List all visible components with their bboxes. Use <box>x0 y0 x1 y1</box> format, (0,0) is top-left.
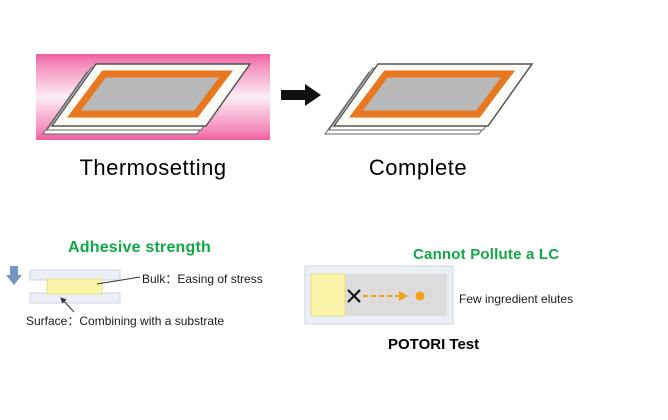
thermosetting-panel <box>42 63 252 135</box>
down-arrow-icon <box>6 266 22 285</box>
surface-leader-arrow <box>60 297 75 313</box>
ingredient-dot <box>415 291 425 301</box>
adhesive-diagram <box>6 266 141 313</box>
right-arrow-icon <box>281 84 321 106</box>
sealant-block <box>310 273 346 317</box>
potori-test-label: POTORI Test <box>388 336 480 353</box>
x-mark-icon <box>347 289 361 303</box>
adhesive-strength-title: Adhesive strength <box>68 239 211 256</box>
bulk-label: Bulk：Easing of stress <box>142 272 263 286</box>
potori-diagram <box>304 265 454 325</box>
complete-panel <box>324 63 534 135</box>
complete-label: Complete <box>368 155 468 180</box>
few-ingredient-label: Few ingredient elutes <box>459 292 574 306</box>
sealant-bulk <box>46 278 103 295</box>
cannot-pollute-title: Cannot Pollute a LC <box>413 246 560 263</box>
thermosetting-label: Thermosetting <box>79 155 227 180</box>
heat-background <box>36 54 270 140</box>
elute-arrow-icon <box>363 291 425 301</box>
bulk-leader-line <box>96 276 141 285</box>
surface-label: Surface：Combining with a substrate <box>26 314 225 328</box>
